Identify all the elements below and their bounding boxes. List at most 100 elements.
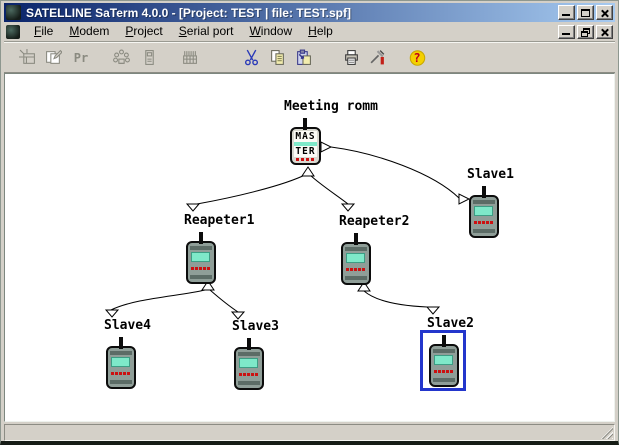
menu-serial-port[interactable]: Serial port	[178, 24, 234, 38]
window-title: SATELLINE SaTerm 4.0.0 - [Project: TEST …	[26, 5, 351, 20]
document-icon[interactable]	[6, 24, 20, 39]
arrowhead-slave4-label	[104, 309, 120, 318]
node-label-master: Meeting romm	[284, 99, 378, 114]
arrowhead-reapeter1-label	[185, 203, 201, 212]
device-stripe	[238, 381, 260, 385]
device-stripe	[345, 276, 367, 280]
led-row	[111, 372, 130, 375]
device-stripe	[190, 246, 212, 250]
antenna-icon	[199, 232, 203, 244]
radio-modem-icon	[106, 337, 136, 389]
status-bar	[4, 424, 615, 441]
device-stripe	[345, 247, 367, 251]
connection-lines	[104, 141, 471, 320]
edge-reapeter2-slave2	[363, 290, 428, 308]
app-icon	[6, 5, 21, 20]
radio-modem-icon	[469, 186, 499, 238]
node-label-slave4: Slave4	[104, 318, 151, 333]
device-screen	[474, 206, 493, 216]
edge-master-reapeter2	[309, 174, 349, 205]
device-stripe	[473, 200, 495, 204]
device-stripe	[190, 275, 212, 279]
radio-modem-icon	[234, 338, 264, 390]
arrowhead-master-right	[320, 141, 333, 153]
arrowhead-slave2-label	[425, 306, 441, 315]
led-row	[239, 373, 258, 376]
arrowhead-slave3-label	[230, 311, 246, 320]
copy-icon[interactable]	[266, 47, 288, 69]
modem-icon	[138, 47, 160, 69]
node-label-reapeter1: Reapeter1	[184, 213, 255, 228]
menu-modem[interactable]: Modem	[69, 24, 110, 38]
resize-grip[interactable]	[601, 427, 613, 439]
device-screen	[294, 142, 317, 146]
device-screen	[434, 355, 453, 365]
node-reapeter1[interactable]: Reapeter1	[184, 213, 254, 284]
device-stripe	[110, 351, 132, 355]
node-label-reapeter2: Reapeter2	[339, 214, 410, 229]
selection-outline	[420, 330, 466, 391]
settings-icon[interactable]	[366, 47, 388, 69]
led-row	[346, 268, 365, 271]
edit-pages-icon	[42, 47, 64, 69]
network-icon	[110, 47, 132, 69]
menu-items: File Modem Project Serial port Window Help	[26, 22, 558, 41]
antenna-icon	[247, 338, 251, 350]
master-modem-icon: MAS TER	[290, 118, 321, 165]
help-icon[interactable]: ?	[406, 47, 428, 69]
arrowhead-reapeter2-bottom	[357, 281, 371, 292]
edge-master-reapeter1	[196, 173, 308, 205]
node-slave4[interactable]: Slave4	[104, 318, 151, 389]
master-text-1: TER	[294, 146, 317, 157]
menu-window[interactable]: Window	[249, 24, 293, 38]
maximize-icon[interactable]	[577, 5, 594, 20]
antenna-icon	[119, 337, 123, 349]
paste-icon[interactable]	[292, 47, 314, 69]
node-label-slave3: Slave3	[232, 319, 279, 334]
radio-modem-icon	[429, 335, 459, 387]
mdi-minimize-icon[interactable]	[558, 24, 575, 39]
antenna-icon	[442, 335, 446, 347]
radio-modem-icon	[341, 233, 371, 285]
device-screen	[346, 253, 365, 263]
chip-icon	[178, 47, 200, 69]
node-slave1[interactable]: Slave1	[467, 167, 514, 238]
node-label-slave1: Slave1	[467, 167, 514, 182]
device-stripe	[433, 349, 455, 353]
menu-bar: File Modem Project Serial port Window Help	[4, 22, 615, 42]
device-screen	[239, 358, 258, 368]
node-label-slave2: Slave2	[427, 316, 474, 331]
edge-reapeter1-slave4	[110, 289, 206, 311]
window-controls	[558, 5, 613, 20]
new-project-icon	[16, 47, 38, 69]
title-bar[interactable]: SATELLINE SaTerm 4.0.0 - [Project: TEST …	[4, 3, 615, 22]
menu-help[interactable]: Help	[308, 24, 333, 38]
antenna-icon	[482, 186, 486, 198]
node-slave3[interactable]: Slave3	[232, 319, 279, 390]
print-icon[interactable]	[340, 47, 362, 69]
close-icon[interactable]	[596, 5, 613, 20]
device-stripe	[110, 380, 132, 384]
radio-modem-icon	[186, 232, 216, 284]
menu-project[interactable]: Project	[125, 24, 163, 38]
arrowhead-reapeter1-bottom	[201, 280, 215, 291]
minimize-icon[interactable]	[558, 5, 575, 20]
edge-reapeter1-slave3	[209, 289, 239, 313]
device-stripe	[473, 229, 495, 233]
mdi-restore-icon[interactable]	[577, 24, 594, 39]
mdi-close-icon[interactable]	[596, 24, 613, 39]
arrowhead-reapeter2-label	[340, 203, 356, 212]
device-stripe	[238, 352, 260, 356]
menu-file[interactable]: File	[34, 24, 54, 38]
master-text-0: MAS	[294, 131, 317, 142]
device-stripe	[433, 378, 455, 382]
edge-master-slave1	[330, 146, 460, 199]
node-reapeter2[interactable]: Reapeter2	[339, 214, 409, 285]
antenna-icon	[354, 233, 358, 245]
cut-icon[interactable]	[240, 47, 262, 69]
node-slave2[interactable]: Slave2	[420, 316, 474, 391]
led-row	[191, 267, 210, 270]
